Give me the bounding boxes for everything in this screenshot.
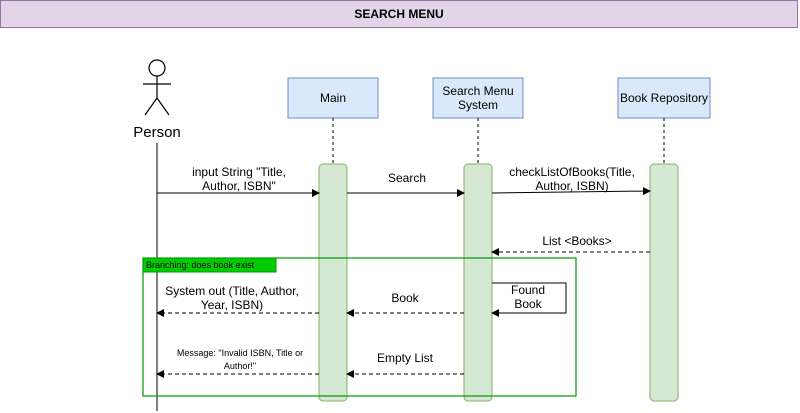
stick-figure-icon bbox=[143, 59, 171, 116]
lifeline-dashes bbox=[332, 118, 665, 164]
actor-label: Person bbox=[133, 124, 181, 141]
message-found-book-arrow bbox=[491, 282, 567, 317]
message-system-out-label: Year, ISBN) bbox=[201, 298, 263, 312]
message-invalid-label: Author!" bbox=[224, 361, 256, 371]
branching-frame-tab bbox=[142, 257, 277, 273]
message-search-label: Search bbox=[388, 171, 426, 185]
message-input-label: input String "Title, bbox=[192, 165, 286, 179]
message-system-out-label: System out (Title, Author, bbox=[165, 284, 299, 298]
lifeline-main-label: Main bbox=[320, 91, 346, 105]
lifeline-search-menu-label: System bbox=[458, 98, 498, 112]
message-book-label: Book bbox=[391, 291, 419, 305]
message-check-label: checkListOfBooks(Title, bbox=[509, 165, 635, 179]
branching-frame-label: Branching: does book exist bbox=[146, 260, 255, 270]
page-title: SEARCH MENU bbox=[0, 0, 798, 28]
lifeline-main[interactable] bbox=[287, 77, 379, 119]
message-found-book-label: Book bbox=[514, 297, 542, 311]
activation-search-menu bbox=[463, 163, 493, 402]
message-list-books-label: List <Books> bbox=[542, 234, 611, 248]
message-check-label: Author, ISBN) bbox=[535, 179, 608, 193]
activation-main bbox=[318, 163, 348, 402]
branching-frame bbox=[142, 257, 577, 397]
message-invalid-label: Message: "Invalid ISBN, Title or bbox=[177, 348, 303, 358]
lifeline-book-repository-label: Book Repository bbox=[620, 91, 708, 105]
message-check-arrow bbox=[491, 187, 651, 196]
message-input-label: Author, ISBN" bbox=[202, 179, 276, 193]
lifeline-search-menu-label: Search Menu bbox=[442, 84, 513, 98]
message-found-book-label: Found bbox=[511, 283, 545, 297]
message-empty-list-label: Empty List bbox=[377, 351, 434, 365]
activation-book-repository bbox=[649, 163, 679, 402]
